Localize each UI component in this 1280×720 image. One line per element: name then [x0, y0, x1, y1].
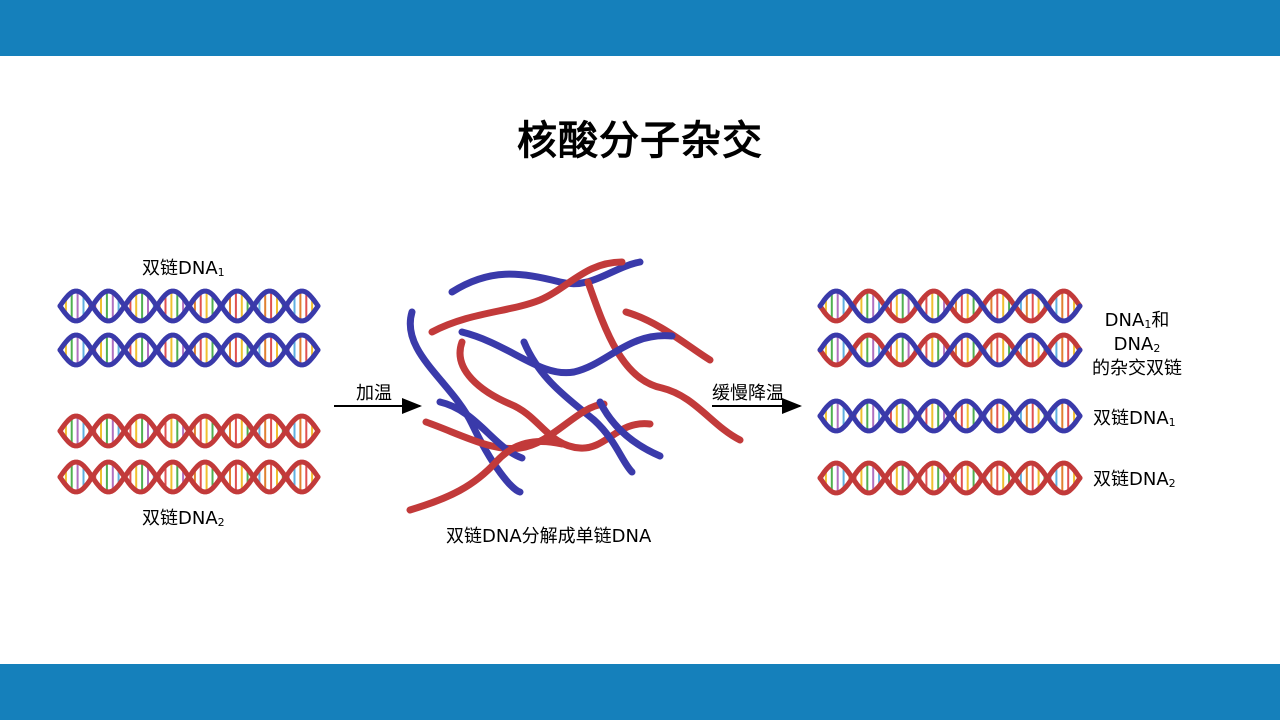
- label-right-dna1-text: 双链DNA: [1093, 408, 1169, 429]
- single-strand-red: [584, 278, 744, 444]
- label-left-dna1-sub: 1: [217, 266, 225, 279]
- label-hybrid-line2: DNA2: [1082, 334, 1192, 360]
- helix-right-hybrid-a: [817, 288, 1083, 324]
- label-hybrid-line1-text: DNA: [1104, 310, 1145, 331]
- label-right-dna1-sub: 1: [1168, 416, 1176, 429]
- helix-left-dna2-b: [57, 459, 321, 495]
- label-hybrid-line1: DNA1和: [1082, 310, 1192, 336]
- single-strand-blue: [520, 338, 636, 476]
- label-right-dna2-text: 双链DNA: [1093, 469, 1169, 490]
- helix-right-hybrid-b: [817, 332, 1083, 368]
- single-strand-red: [456, 338, 654, 452]
- single-strand-red: [406, 438, 566, 514]
- single-strand-blue: [448, 258, 644, 296]
- label-right-dna2: 双链DNA2: [1093, 469, 1176, 495]
- single-strand-blue: [458, 328, 676, 377]
- label-left-dna2: 双链DNA2: [142, 508, 225, 534]
- backbone-strand-b: [57, 413, 321, 449]
- single-strand-blue: [596, 398, 664, 460]
- label-left-dna1: 双链DNA1: [142, 258, 225, 284]
- backbone-strand-b: [817, 460, 1083, 496]
- backbone-strand-b: [817, 332, 1083, 368]
- bottom-banner: [0, 664, 1280, 720]
- helix-right-dna2: [817, 460, 1083, 496]
- helix-left-dna2-a: [57, 413, 321, 449]
- helix-left-dna1-b: [57, 332, 321, 368]
- label-right-dna1: 双链DNA1: [1093, 408, 1176, 434]
- label-hybrid-line3: 的杂交双链: [1092, 358, 1182, 379]
- top-banner: [0, 0, 1280, 56]
- backbone-strand-b: [57, 459, 321, 495]
- label-hybrid-line2-sub: 2: [1153, 342, 1161, 355]
- single-strand-blue: [436, 398, 526, 462]
- label-left-dna1-text: 双链DNA: [142, 258, 218, 279]
- label-left-dna2-text: 双链DNA: [142, 508, 218, 529]
- label-cool: 缓慢降温: [712, 383, 784, 404]
- single-strand-red: [428, 258, 626, 336]
- helix-left-dna1-a: [57, 288, 321, 324]
- label-hybrid-line1-sub: 1: [1144, 318, 1152, 331]
- single-strands-tangle: [406, 258, 744, 514]
- label-hybrid-line1-suffix: 和: [1151, 310, 1170, 331]
- slide-title: 核酸分子杂交: [517, 118, 763, 164]
- backbone-strand-b: [817, 288, 1083, 324]
- label-single-strand-caption: 双链DNA分解成单链DNA: [446, 526, 652, 547]
- label-left-dna2-sub: 2: [217, 516, 225, 529]
- backbone-strand-b: [57, 332, 321, 368]
- backbone-strand-b: [57, 288, 321, 324]
- label-hybrid-line2-text: DNA: [1113, 334, 1154, 355]
- label-heat: 加温: [356, 383, 392, 404]
- helix-right-dna1: [817, 398, 1083, 434]
- label-right-dna2-sub: 2: [1168, 477, 1176, 490]
- backbone-strand-b: [817, 398, 1083, 434]
